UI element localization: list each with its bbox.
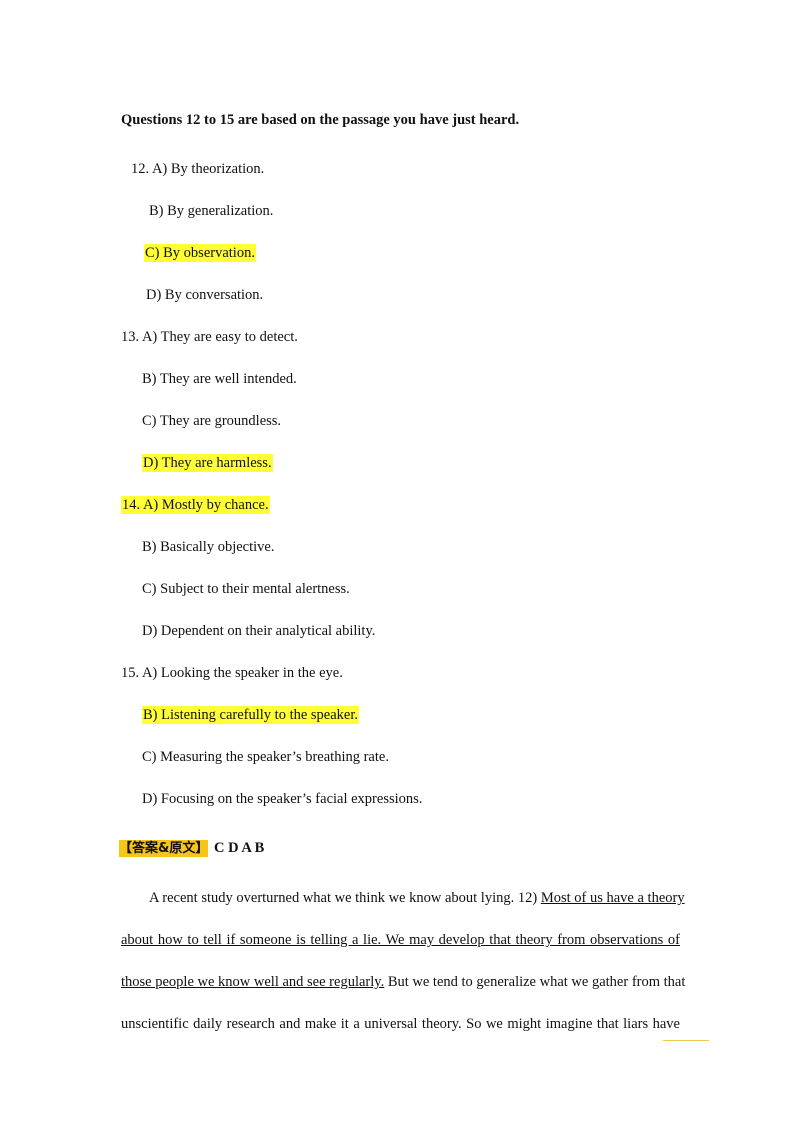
footer-rule	[663, 1040, 709, 1041]
q12-option-c: C) By observation.	[144, 244, 256, 262]
q14-option-d: D) Dependent on their analytical ability…	[142, 623, 376, 639]
answer-key-line: 【答案&原文】 C D A B	[119, 839, 264, 858]
answer-highlight: B) Listening carefully to the speaker.	[142, 706, 360, 724]
q13-option-c: C) They are groundless.	[142, 413, 282, 429]
passage-line-3: those people we know well and see regula…	[121, 974, 686, 990]
passage-line-4: unscientific daily research and make it …	[121, 1016, 680, 1032]
q15-option-d: D) Focusing on the speaker’s facial expr…	[142, 791, 423, 807]
answer-highlight: 14. A) Mostly by chance.	[121, 496, 270, 514]
q13-option-a: 13. A) They are easy to detect.	[121, 329, 298, 345]
q15-option-b: B) Listening carefully to the speaker.	[142, 706, 360, 724]
q14-option-b: B) Basically objective.	[142, 539, 275, 555]
q13-option-d: D) They are harmless.	[142, 454, 273, 472]
answer-highlight: C) By observation.	[144, 244, 256, 262]
q12-option-d: D) By conversation.	[146, 287, 264, 303]
answer-highlight: D) They are harmless.	[142, 454, 273, 472]
passage-line-2: about how to tell if someone is telling …	[121, 931, 680, 949]
underlined-text: about how to tell if someone is telling …	[121, 932, 680, 948]
q14-option-c: C) Subject to their mental alertness.	[142, 581, 350, 597]
passage-line-1: A recent study overturned what we think …	[149, 890, 685, 906]
section-header: Questions 12 to 15 are based on the pass…	[121, 112, 520, 128]
q14-option-a: 14. A) Mostly by chance.	[121, 496, 270, 514]
q12-option-b: B) By generalization.	[149, 203, 274, 219]
underlined-text: Most of us have a theory	[540, 890, 685, 906]
q12-option-a: 12. A) By theorization.	[131, 161, 265, 177]
underlined-text: those people we know well and see regula…	[121, 974, 385, 990]
q15-option-c: C) Measuring the speaker’s breathing rat…	[142, 749, 389, 765]
answer-key: C D A B	[213, 840, 265, 856]
q13-option-b: B) They are well intended.	[142, 371, 297, 387]
answer-label: 【答案&原文】	[119, 840, 209, 857]
q15-option-a: 15. A) Looking the speaker in the eye.	[121, 665, 343, 681]
